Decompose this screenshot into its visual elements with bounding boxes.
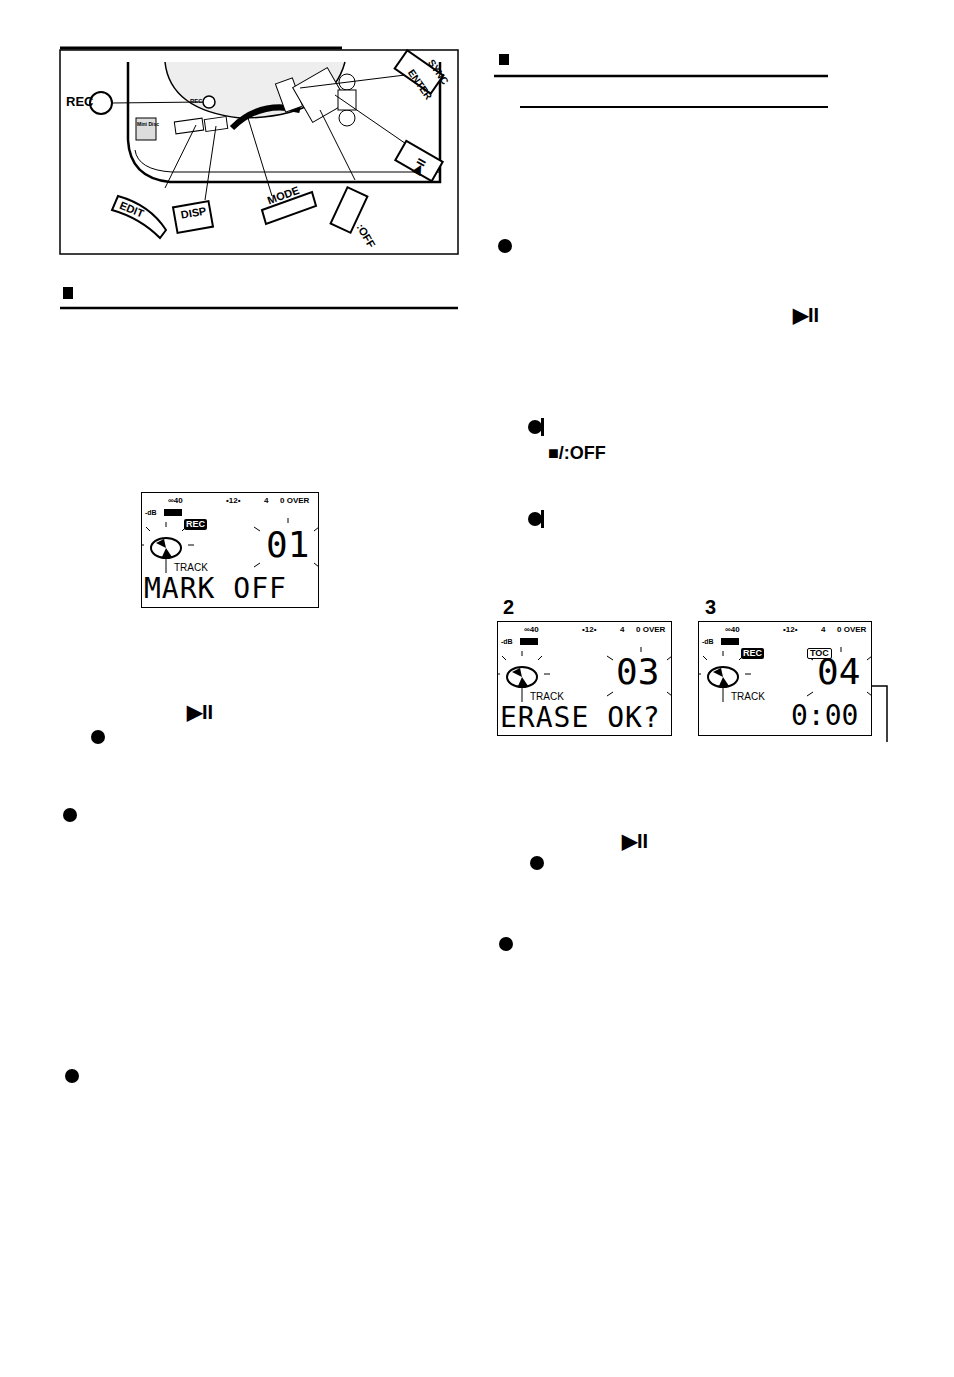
db-label: -dB <box>501 638 513 645</box>
play-pause-symbol: ▶II <box>187 702 213 722</box>
level-scale: 0 OVER <box>636 626 665 634</box>
track-number: 04 <box>817 654 860 690</box>
level-scale: ∞40 <box>168 497 183 505</box>
track-label: TRACK <box>530 692 564 702</box>
lcd-display: ∞40 •12• 4 0 OVER -dB TRACK 03ERASE OK? <box>497 621 672 736</box>
time-display: 0:00 <box>791 702 858 730</box>
level-scale: 0 OVER <box>280 497 309 505</box>
track-number: 03 <box>616 654 659 690</box>
play-pause-symbol: ▶II <box>622 831 648 851</box>
level-scale: •12• <box>226 497 241 505</box>
device-marking: Mini Disc <box>137 122 159 127</box>
lcd-display: ∞40•12•40 OVER-dBRECTOCTRACK040:00 <box>698 621 872 736</box>
step-number: 3 <box>705 597 716 617</box>
track-label: TRACK <box>731 692 765 702</box>
track-number: 01 <box>266 527 309 563</box>
track-label: TRACK <box>174 563 208 573</box>
level-scale: 4 <box>264 497 268 505</box>
lcd-message: ERASE OK? <box>500 704 661 732</box>
level-scale: ∞40 <box>725 626 740 634</box>
rec-badge: REC <box>741 648 764 659</box>
level-scale: ∞40 <box>524 626 539 634</box>
lcd-message: MARK OFF <box>144 575 287 603</box>
play-pause-symbol: ▶II <box>793 305 819 325</box>
stop-off-symbol: ■/:OFF <box>548 444 606 462</box>
rec-badge: REC <box>184 519 207 530</box>
device-marking: REC <box>190 98 203 104</box>
level-scale: 0 OVER <box>837 626 866 634</box>
lcd-display: ∞40 •12• 4 0 OVER -dB REC TRACK 01MARK OFF <box>141 492 319 608</box>
level-scale: 4 <box>821 626 825 634</box>
db-label: -dB <box>145 509 157 516</box>
step-number: 2 <box>503 597 514 617</box>
level-scale: •12• <box>783 626 798 634</box>
level-scale: •12• <box>582 626 597 634</box>
button-callout: REC <box>66 95 93 108</box>
db-label: -dB <box>702 638 714 645</box>
button-callout: :OFF <box>354 222 376 250</box>
level-scale: 4 <box>620 626 624 634</box>
